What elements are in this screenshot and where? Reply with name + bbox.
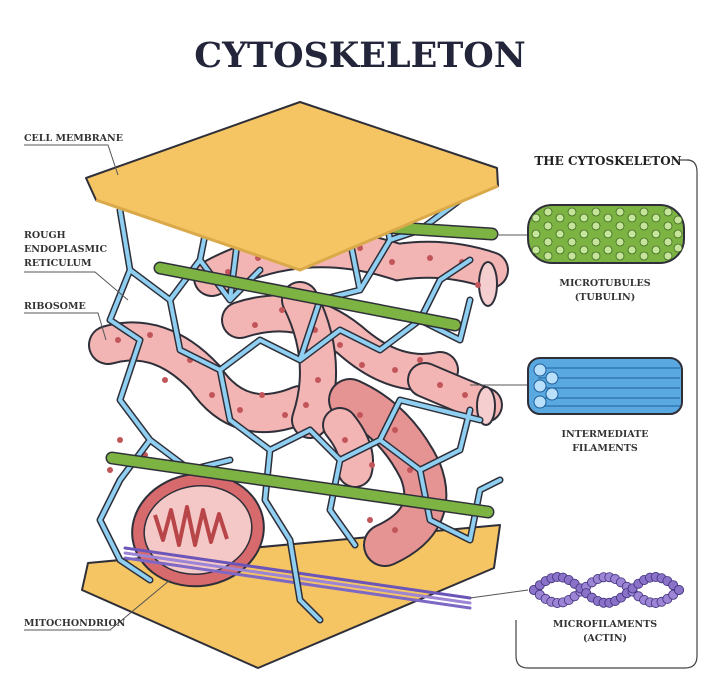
label-rough-er-3: RETICULUM (24, 258, 92, 269)
label-actin: (ACTIN) (583, 633, 627, 644)
label-microtubules: MICROTUBULES (559, 278, 650, 289)
panel-header: THE CYTOSKELETON (534, 154, 681, 168)
label-ribosome: RIBOSOME (24, 301, 86, 312)
intermediate-filament-icon (527, 357, 683, 415)
label-cell-membrane: CELL MEMBRANE (24, 133, 123, 144)
left-leaders (24, 144, 171, 631)
label-rough-er-1: ROUGH (24, 230, 66, 241)
actin-bead (674, 585, 685, 596)
panel-bracket (515, 159, 698, 669)
label-mitochondrion: MITOCHONDRION (24, 618, 126, 629)
label-filaments: FILAMENTS (572, 443, 638, 454)
panel-connectors (469, 234, 529, 599)
microfilament-icon (529, 572, 685, 608)
microtubule-icon (527, 204, 685, 264)
label-microfilaments: MICROFILAMENTS (553, 619, 657, 630)
label-tubulin: (TUBULIN) (575, 292, 635, 303)
diagram-title: CYTOSKELETON (194, 35, 526, 76)
label-intermediate: INTERMEDIATE (562, 429, 649, 440)
label-rough-er-2: ENDOPLASMIC (24, 244, 107, 255)
